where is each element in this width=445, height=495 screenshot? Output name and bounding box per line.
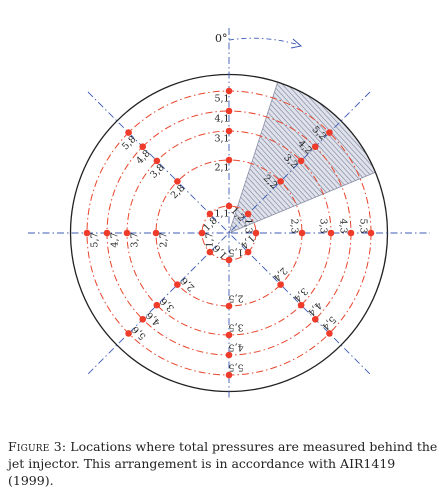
caption-label: Figure 3: [8,439,67,454]
measurement-point [298,229,306,237]
point-label: 2,4 [271,265,289,283]
point-label: 2,6 [179,275,197,293]
measurement-point [153,157,161,165]
measurement-point [225,156,233,164]
measurement-point [225,87,233,95]
measurement-point [225,331,233,339]
measurement-point [252,229,260,237]
measurement-point [326,129,333,136]
point-label: 1,1 [214,209,229,220]
measurement-point [152,229,160,237]
point-label: 1,5 [228,247,243,258]
measurement-point [297,301,305,309]
measurement-point [198,229,206,237]
caption-text: Locations where total pressures are meas… [8,439,438,488]
measurement-point [103,229,111,237]
point-label: 4,3 [338,218,349,233]
point-label: 5,6 [130,323,148,341]
point-label: 2,3 [289,218,300,233]
point-label: 3,4 [291,285,309,303]
point-label: 2,5 [228,293,243,304]
measurement-point [367,229,375,237]
measurement-point [225,351,233,359]
point-label: 5,3 [358,218,369,233]
point-label: 3,5 [228,322,243,333]
measurement-point [206,210,214,218]
angle-label: 0° [215,32,228,45]
point-label: 5,7 [90,232,101,247]
measurement-point [225,371,233,379]
measurement-point [125,129,132,136]
point-label: 4,1 [214,114,229,125]
measurement-layout-figure: 0° 5,14,13,12,11,15,24,23,22,21,25,34,33… [28,28,430,400]
point-label: 3,6 [158,295,176,313]
measurement-point [174,281,181,288]
measurement-points [83,87,375,379]
measurement-point [311,143,319,151]
measurement-point [225,302,233,310]
measurement-point [83,229,91,237]
point-label: 3,7 [130,232,141,247]
point-label: 5,4 [319,314,337,332]
measurement-point [347,229,355,237]
point-label: 3,8 [148,162,166,180]
measurement-point [125,330,132,337]
measurement-point [311,315,319,323]
point-label: 2,7 [159,232,170,247]
figure-caption: Figure 3: Locations where total pressure… [8,438,438,489]
point-label: 4,7 [110,232,121,247]
point-label: 4,6 [144,309,162,327]
measurement-point [123,229,131,237]
point-label: 3,3 [318,218,329,233]
point-label: 4,4 [305,299,323,317]
point-label: 4,5 [228,342,243,353]
measurement-point [174,178,181,185]
measurement-point [225,202,233,210]
point-label: 5,5 [228,362,243,373]
point-label: 3,1 [214,134,229,145]
point-label: 1,3 [243,218,254,233]
point-label: 2,1 [214,163,229,174]
measurement-point [225,256,233,264]
axis-diagonal-2 [87,91,371,375]
measurement-point [206,248,214,256]
measurement-point [326,330,333,337]
point-label: 4,8 [134,148,152,166]
measurement-point [225,107,233,115]
point-label: 5,1 [214,94,229,105]
point-label: 1,7 [205,232,216,247]
measurement-point [244,210,252,218]
measurement-point [297,157,305,165]
measurement-point [225,127,233,135]
measurement-point [139,143,147,151]
point-label: 5,8 [120,134,138,152]
rotation-arrow [228,37,303,49]
measurement-point [153,301,161,309]
measurement-point [277,178,284,185]
measurement-point [244,248,252,256]
measurement-point [139,315,147,323]
measurement-point [277,281,284,288]
measurement-point [327,229,335,237]
point-label: 2,8 [169,183,187,201]
